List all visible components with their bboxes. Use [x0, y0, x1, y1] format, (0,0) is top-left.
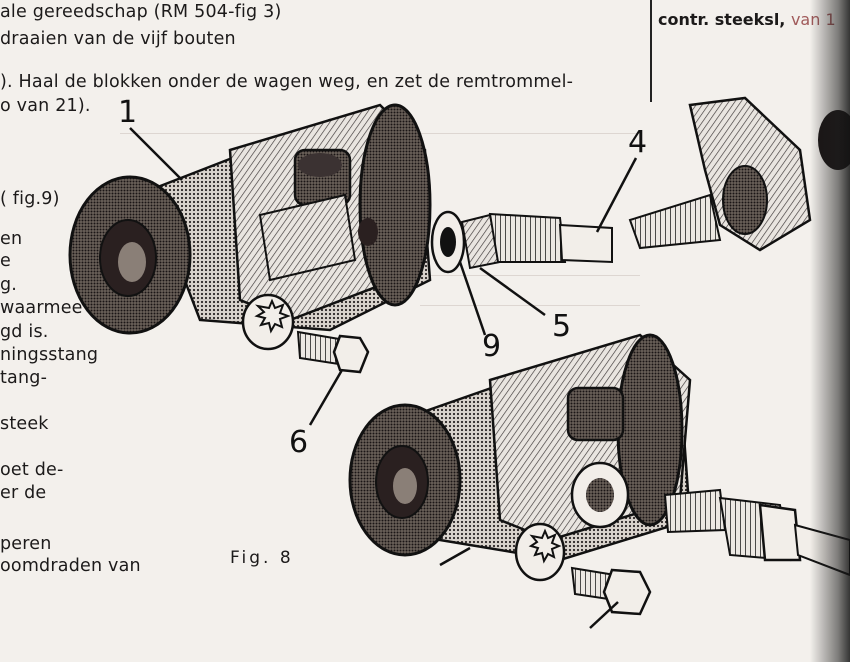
wheel-cylinder-upper: [68, 103, 432, 335]
callout-1: 1: [118, 95, 138, 130]
text-line: ( fig.9): [0, 189, 60, 209]
callout-4: 4: [628, 125, 648, 160]
text-line: ). Haal de blokken onder de wagen weg, e…: [0, 72, 574, 92]
callout-leaders: [129, 127, 638, 629]
wheel-cylinder-lower: [348, 333, 692, 562]
text-line: ale gereedschap (RM 504-fig 3): [0, 2, 282, 22]
text-line: gd is.: [0, 322, 49, 342]
leader-4: [595, 157, 638, 233]
leader-9: [458, 261, 487, 336]
figure-caption: Fig. 8: [230, 548, 294, 568]
column-rule: [650, 0, 652, 102]
text-line: o van 21).: [0, 96, 91, 116]
text-line: en: [0, 229, 23, 249]
page-edge-shadow: [810, 0, 850, 662]
text-line: er de: [0, 483, 47, 503]
callout-9: 9: [482, 329, 502, 364]
text-line: ningsstang: [0, 345, 99, 365]
bolt-and-washer-lower: [514, 522, 652, 616]
brake-pipe-fitting: [430, 210, 613, 274]
right-column-main: contr. steeksl,: [658, 10, 786, 29]
text-line: g.: [0, 275, 18, 295]
text-line: waarmee: [0, 298, 83, 318]
text-line: draaien van de vijf bouten: [0, 29, 236, 49]
text-line: steek: [0, 414, 49, 434]
text-line: e: [0, 251, 11, 271]
bolt-and-washer-6: [241, 293, 370, 374]
bleed-through-line: [380, 275, 640, 276]
leader-lower-cylinder: [439, 546, 471, 567]
leader-1: [129, 127, 183, 181]
text-line: oomdraden van: [0, 556, 141, 576]
leader-lower-bolt: [589, 601, 619, 629]
leader-5: [479, 266, 546, 317]
callout-6: 6: [289, 425, 309, 460]
leader-6: [308, 369, 344, 426]
callout-5: 5: [552, 309, 572, 344]
text-line: tang-: [0, 368, 48, 388]
text-line: oet de-: [0, 460, 64, 480]
text-line: peren: [0, 534, 52, 554]
